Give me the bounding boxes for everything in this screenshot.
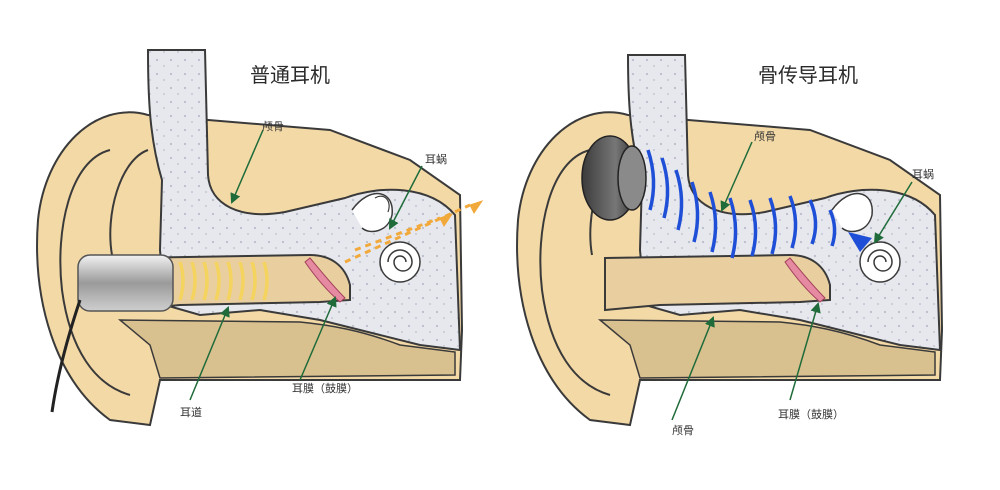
left-pointers [189, 129, 423, 401]
left-ear-helix [59, 149, 131, 396]
left-sound-arrows [344, 200, 484, 264]
right-cochlea [831, 193, 901, 283]
right-label-bone-top: 颅骨 [754, 130, 776, 143]
left-eardrum [304, 257, 346, 303]
right-panel: 骨传导耳机 颅骨 耳蜗 耳膜（鼓膜） 颅骨 [516, 54, 944, 437]
right-label-cochlea: 耳蜗 [912, 168, 934, 181]
left-cochlea [351, 193, 421, 283]
left-title: 普通耳机 [250, 63, 330, 87]
left-panel: 普通耳机 颅骨 耳蜗 耳道 耳膜（鼓膜） [36, 49, 484, 427]
left-label-bone: 颅骨 [262, 120, 284, 133]
right-title: 骨传导耳机 [758, 63, 858, 87]
left-lower-bone [117, 319, 456, 379]
left-label-ear-canal: 耳道 [180, 405, 202, 419]
left-ear-fold [109, 149, 149, 256]
left-earphone [50, 254, 174, 413]
left-label-eardrum: 耳膜（鼓膜） [292, 381, 358, 395]
left-sound-waves [178, 261, 269, 301]
right-lower-bone [597, 319, 936, 379]
right-label-eardrum: 耳膜（鼓膜） [778, 407, 844, 421]
right-bone-waves [646, 149, 837, 259]
right-label-bone-bottom: 颅骨 [672, 424, 694, 437]
right-earphone [581, 135, 647, 221]
right-ear-canal [604, 253, 831, 312]
right-cochlea-highlight [848, 232, 872, 252]
right-pointers [671, 141, 913, 421]
left-label-cochlea: 耳蜗 [425, 153, 447, 166]
right-ear-helix [539, 149, 611, 396]
